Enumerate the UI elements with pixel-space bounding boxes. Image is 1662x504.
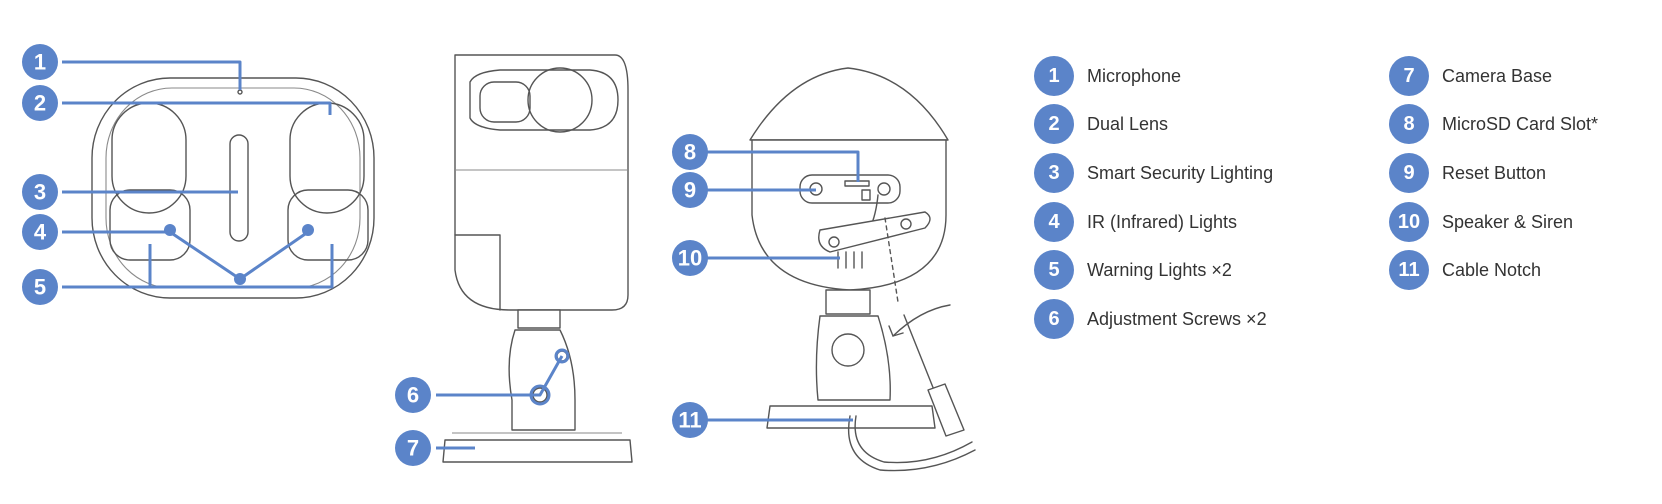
svg-text:4: 4 (34, 220, 47, 245)
svg-text:8: 8 (684, 140, 696, 165)
legend-item-6: 6 Adjustment Screws ×2 (1034, 299, 1267, 339)
svg-text:11: 11 (1398, 259, 1419, 281)
callout-badges: 1 2 3 4 5 6 7 8 9 10 11 (22, 44, 708, 466)
callout-3: 3 (22, 174, 58, 210)
leader-8 (707, 150, 860, 182)
svg-text:Microphone: Microphone (1087, 66, 1181, 86)
svg-text:7: 7 (1403, 65, 1414, 87)
svg-text:10: 10 (678, 246, 702, 271)
svg-text:IR (Infrared) Lights: IR (Infrared) Lights (1087, 212, 1237, 232)
callout-5: 5 (22, 269, 58, 305)
legend-item-8: 8 MicroSD Card Slot* (1389, 104, 1598, 144)
leader-2 (62, 101, 332, 115)
legend-item-7: 7 Camera Base (1389, 56, 1552, 96)
svg-text:2: 2 (34, 91, 46, 116)
callout-1: 1 (22, 44, 58, 80)
svg-text:Camera Base: Camera Base (1442, 66, 1552, 86)
svg-text:1: 1 (34, 50, 46, 75)
callout-7: 7 (395, 430, 431, 466)
svg-text:9: 9 (684, 178, 696, 203)
svg-text:MicroSD Card Slot*: MicroSD Card Slot* (1442, 114, 1598, 134)
callout-11: 11 (672, 402, 708, 438)
legend-item-11: 11 Cable Notch (1389, 250, 1541, 290)
callout-6: 6 (395, 377, 431, 413)
svg-text:1: 1 (1048, 65, 1059, 87)
callout-10: 10 (672, 240, 708, 276)
svg-text:Reset Button: Reset Button (1442, 163, 1546, 183)
legend-item-9: 9 Reset Button (1389, 153, 1546, 193)
svg-text:5: 5 (34, 275, 46, 300)
svg-text:11: 11 (678, 408, 701, 433)
legend-item-2: 2 Dual Lens (1034, 104, 1168, 144)
callout-9: 9 (672, 172, 708, 208)
svg-text:7: 7 (407, 436, 419, 461)
svg-text:Speaker & Siren: Speaker & Siren (1442, 212, 1573, 232)
svg-text:6: 6 (407, 383, 419, 408)
callout-8: 8 (672, 134, 708, 170)
side-view-illustration (442, 54, 633, 463)
svg-text:10: 10 (1398, 211, 1420, 233)
legend-item-1: 1 Microphone (1034, 56, 1181, 96)
legend-item-4: 4 IR (Infrared) Lights (1034, 202, 1237, 242)
callout-2: 2 (22, 85, 58, 121)
svg-text:Adjustment Screws ×2: Adjustment Screws ×2 (1087, 309, 1267, 329)
leader-1 (62, 60, 242, 90)
svg-text:4: 4 (1048, 211, 1060, 233)
svg-text:8: 8 (1403, 113, 1414, 135)
leader-6 (436, 355, 564, 397)
leader-lines (62, 60, 860, 450)
svg-text:Dual Lens: Dual Lens (1087, 114, 1168, 134)
svg-text:Cable Notch: Cable Notch (1442, 260, 1541, 280)
leader-5 (62, 244, 334, 289)
svg-text:6: 6 (1048, 308, 1059, 330)
svg-text:2: 2 (1048, 113, 1059, 135)
svg-text:3: 3 (1048, 162, 1059, 184)
svg-text:5: 5 (1048, 259, 1059, 281)
svg-text:Smart Security Lighting: Smart Security Lighting (1087, 163, 1273, 183)
legend-item-3: 3 Smart Security Lighting (1034, 153, 1273, 193)
svg-text:9: 9 (1403, 162, 1414, 184)
leader-4 (62, 230, 309, 281)
svg-text:3: 3 (34, 180, 46, 205)
legend-item-10: 10 Speaker & Siren (1389, 202, 1573, 242)
parts-legend: 1 Microphone 2 Dual Lens 3 Smart Security L… (1034, 56, 1598, 339)
legend-item-5: 5 Warning Lights ×2 (1034, 250, 1232, 290)
callout-4: 4 (22, 214, 58, 250)
rear-view-illustration (749, 67, 976, 472)
svg-text:Warning Lights ×2: Warning Lights ×2 (1087, 260, 1232, 280)
